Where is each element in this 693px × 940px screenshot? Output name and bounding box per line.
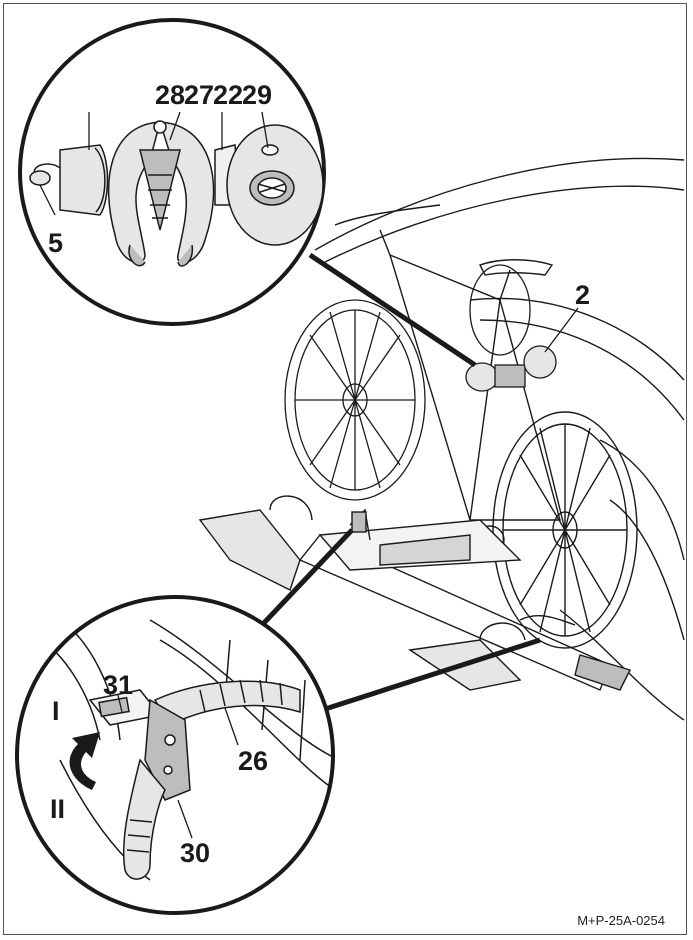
- callout-2: 2: [575, 280, 591, 310]
- callout-26: 26: [238, 746, 269, 776]
- leader-line-2: [544, 307, 579, 353]
- callout-27: 27: [184, 80, 215, 110]
- bike-rear: [284, 264, 531, 501]
- car-rear: [314, 157, 685, 721]
- callout-22: 22: [213, 80, 244, 110]
- figure-reference-code: M+P-25A-0254: [577, 913, 665, 928]
- callout-28: 28: [155, 80, 186, 110]
- callout-I: I: [52, 696, 60, 726]
- leader-lines: [260, 252, 541, 713]
- detail-frame-holder: [29, 120, 324, 267]
- callout-29: 29: [242, 80, 273, 110]
- callout-31: 31: [103, 670, 134, 700]
- detail-wheel-strap: [39, 619, 333, 881]
- callout-30: 30: [180, 838, 211, 868]
- frame-holder: [465, 345, 557, 392]
- bike-carrier: [198, 495, 631, 691]
- detail-top-leaders: [39, 111, 269, 216]
- callout-5: 5: [48, 228, 64, 258]
- bike-front: [334, 204, 638, 649]
- detail-bottom-leaders: [117, 694, 239, 839]
- rotation-arrow-icon: [69, 732, 100, 790]
- callout-II: II: [50, 794, 66, 824]
